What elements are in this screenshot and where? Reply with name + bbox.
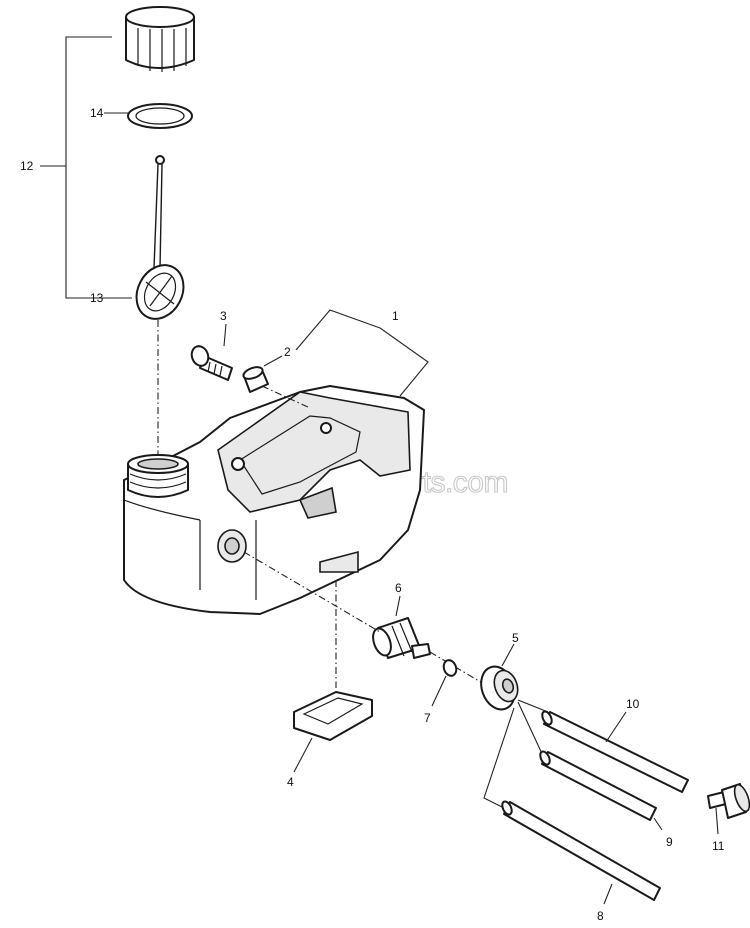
screw[interactable]: [189, 344, 233, 381]
callout-12: 12: [20, 159, 34, 173]
callout-4: 4: [287, 775, 294, 789]
callout-11: 11: [712, 839, 725, 853]
fuel-cap[interactable]: [125, 6, 195, 72]
cap-tether[interactable]: [127, 155, 192, 327]
cap-assembly-bracket: [40, 36, 132, 299]
collar[interactable]: [242, 365, 269, 393]
breather-valve[interactable]: [707, 783, 750, 819]
callout-5: 5: [512, 631, 519, 645]
filter-element[interactable]: [293, 691, 373, 741]
callout-10: 10: [626, 697, 640, 711]
o-ring[interactable]: [442, 658, 459, 677]
fuel-line-return[interactable]: [500, 800, 661, 901]
callout-6: 6: [395, 581, 402, 595]
callout-13: 13: [90, 291, 104, 305]
callout-2: 2: [284, 345, 291, 359]
fuel-fitting[interactable]: [370, 617, 431, 659]
fuel-line-medium[interactable]: [538, 750, 657, 821]
callout-14: 14: [90, 106, 104, 120]
callout-8: 8: [597, 909, 604, 923]
callout-3: 3: [220, 309, 227, 323]
callout-1: 1: [392, 309, 399, 323]
callout-7: 7: [424, 711, 431, 725]
grommet[interactable]: [475, 662, 521, 714]
fuel-tank[interactable]: [123, 385, 425, 615]
cap-gasket[interactable]: [127, 103, 193, 129]
fuel-line-long[interactable]: [540, 710, 689, 793]
callout-9: 9: [666, 835, 673, 849]
